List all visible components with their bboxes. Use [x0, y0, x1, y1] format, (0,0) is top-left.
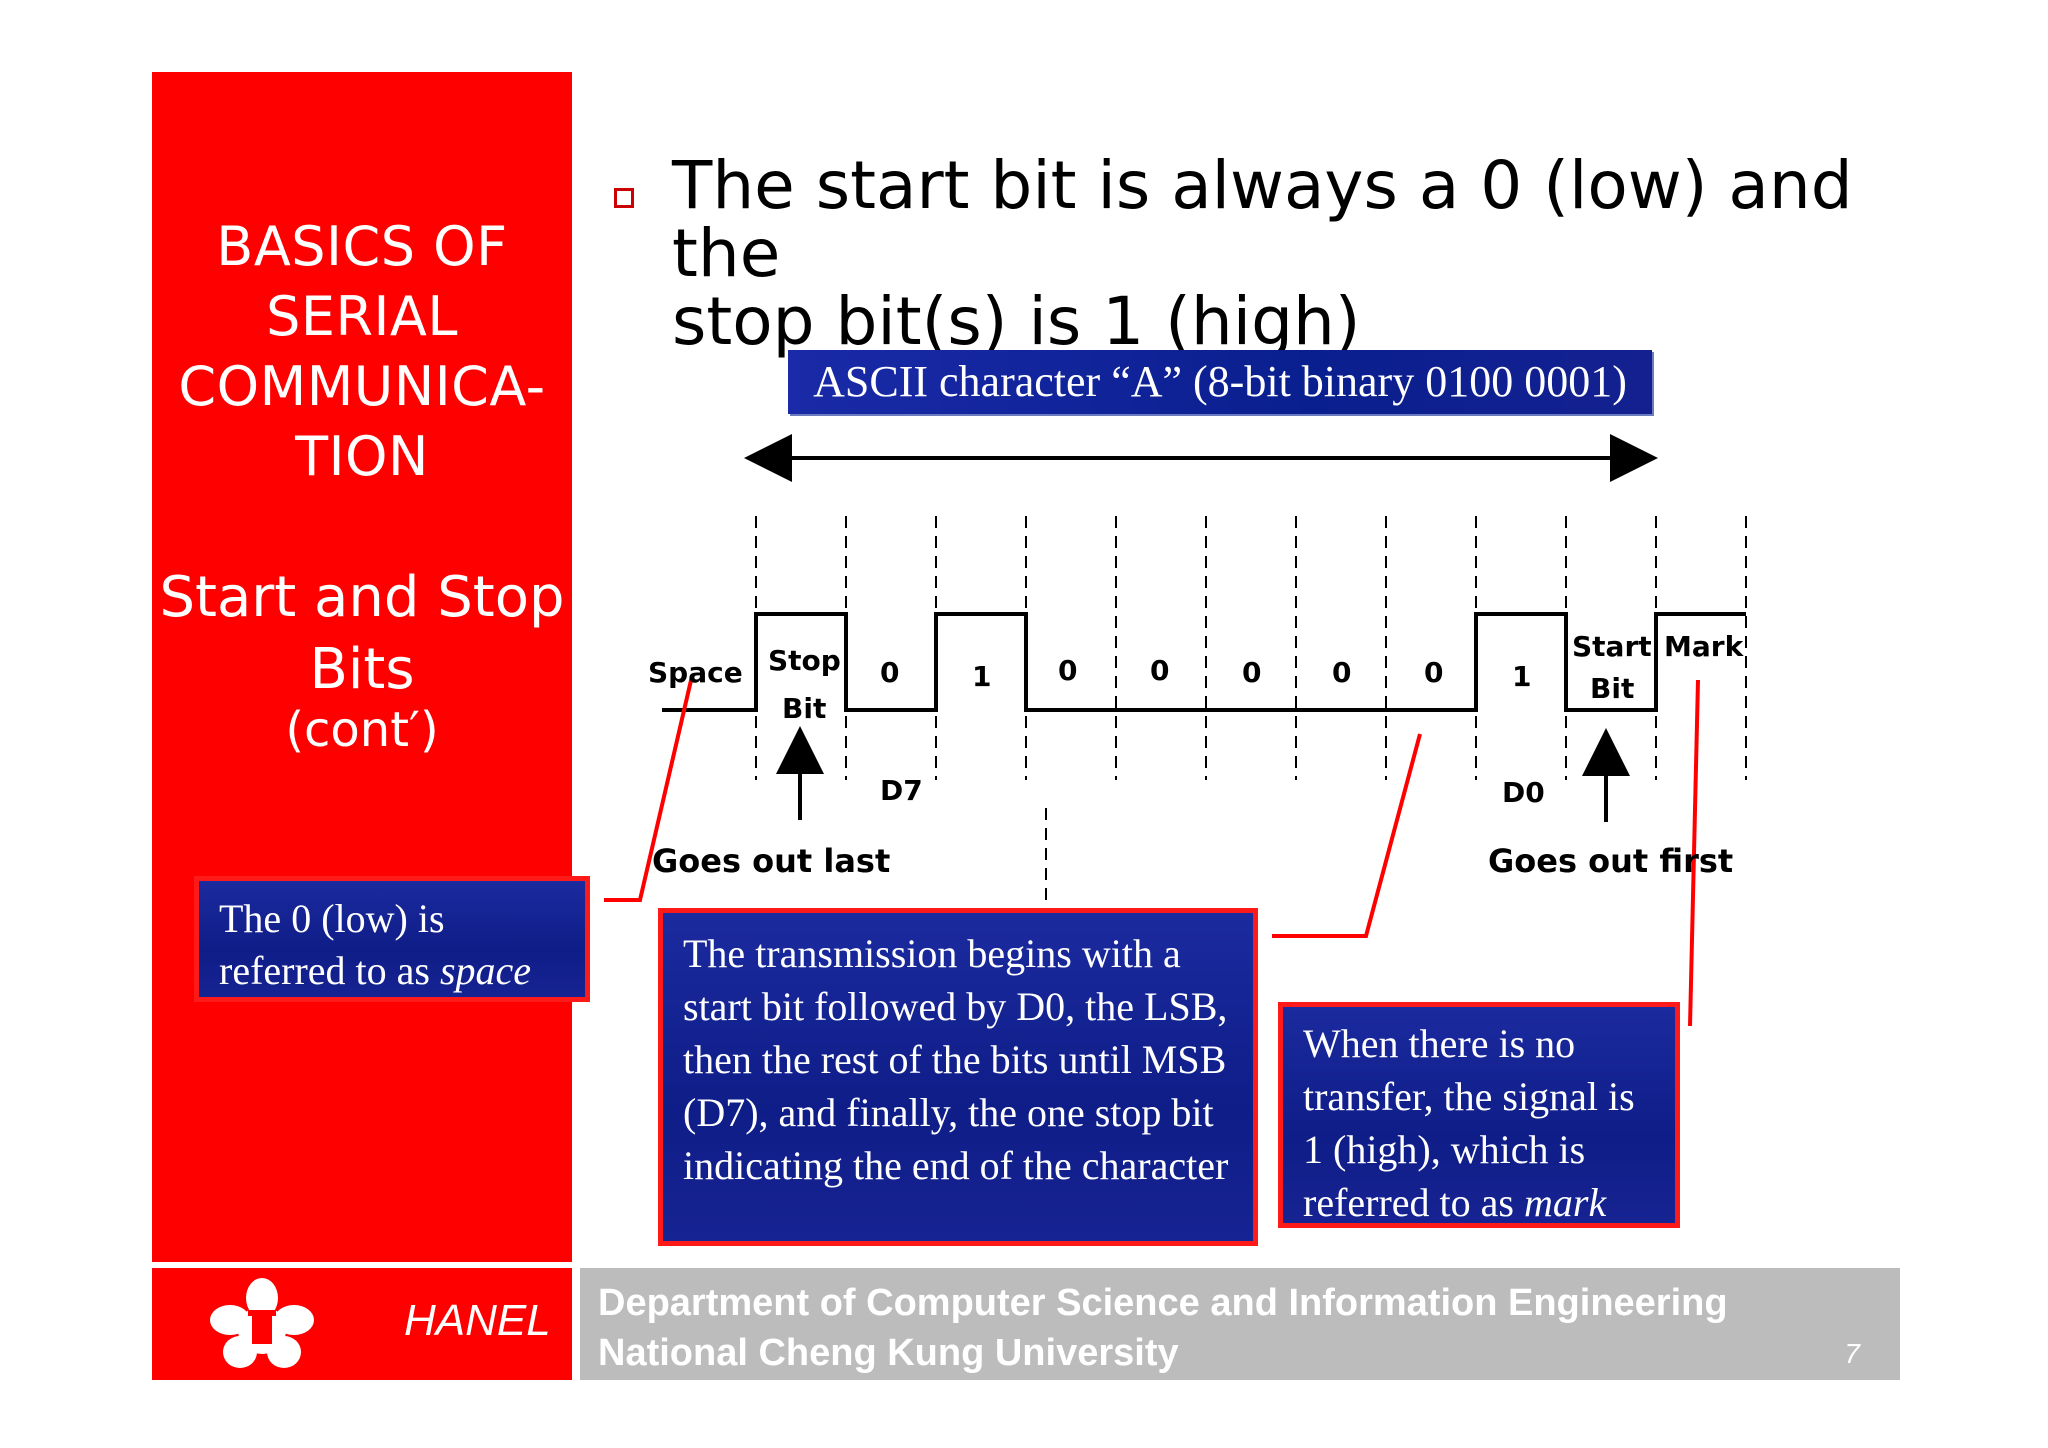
space-note-emphasis: space [439, 948, 532, 993]
signal-waveform [662, 612, 1746, 712]
goes-out-first-label: Goes out first [1488, 842, 1734, 880]
bit-label: 1 [972, 660, 992, 693]
sidebar-title-line: TION [295, 425, 429, 488]
d0-label: D0 [1502, 776, 1545, 809]
sidebar-subtitle: Start and Stop Bits [152, 562, 572, 706]
page-number: 7 [1844, 1338, 1860, 1369]
space-note-text: The 0 (low) is referred to as [219, 896, 445, 993]
bullet-line-2: stop bit(s) is 1 (high) [672, 283, 1361, 360]
transmission-callout-line [1272, 733, 1422, 938]
stop-label: Stop [768, 644, 841, 677]
transmission-note: The transmission begins with a start bit… [658, 908, 1258, 1246]
ascii-banner: ASCII character “A” (8-bit binary 0100 0… [788, 350, 1652, 414]
sidebar-title: BASICS OF SERIAL COMMUNICA- TION [152, 212, 572, 492]
footer-right: Department of Computer Science and Infor… [580, 1268, 1900, 1380]
bullet-line-1: The start bit is always a 0 (low) and th… [672, 147, 1853, 292]
footer-left: HANEL [152, 1268, 572, 1380]
bit-label: 0 [1424, 656, 1444, 689]
bullet-text: The start bit is always a 0 (low) and th… [672, 152, 1922, 356]
university-logo-icon [210, 1278, 314, 1368]
bit-label: 0 [1242, 656, 1262, 689]
sidebar-title-line: BASICS OF [216, 215, 508, 278]
start-bit-label: Bit [1590, 672, 1635, 705]
mark-note: When there is no transfer, the signal is… [1278, 1002, 1680, 1228]
space-label: Space [648, 656, 743, 689]
space-callout-line [604, 675, 694, 902]
bit-label: 0 [1058, 654, 1078, 687]
sidebar-subtitle-line: Start and Stop [159, 565, 565, 630]
sidebar-cont: (cont′) [285, 702, 439, 758]
bit-label: 0 [1150, 654, 1170, 687]
sidebar-title-line: COMMUNICA- [178, 355, 546, 418]
goes-out-last-label: Goes out last [652, 842, 891, 880]
department-text: Department of Computer Science and Infor… [598, 1278, 1728, 1378]
d7-label: D7 [880, 774, 923, 807]
bit-label: 0 [1332, 656, 1352, 689]
space-note: The 0 (low) is referred to as space [194, 876, 590, 1002]
sidebar-title-line: SERIAL [266, 285, 458, 348]
bit-label: 0 [880, 656, 900, 689]
mark-note-emphasis: mark [1523, 1180, 1607, 1225]
sidebar: BASICS OF SERIAL COMMUNICA- TION Start a… [152, 72, 572, 1262]
bit-label: 1 [1512, 660, 1532, 693]
dept-line-1: Department of Computer Science and Infor… [598, 1282, 1728, 1324]
stop-bit-label: Bit [782, 692, 827, 725]
mark-callout-line [1688, 679, 1700, 1027]
mark-label: Mark [1664, 630, 1744, 663]
sidebar-subtitle-line: Bits [309, 637, 415, 702]
hanel-label: HANEL [404, 1296, 551, 1345]
bullet-square-icon [614, 188, 634, 208]
dept-line-2: National Cheng Kung University [598, 1332, 1179, 1374]
start-label: Start [1572, 630, 1652, 663]
mark-note-text: When there is no transfer, the signal is… [1303, 1021, 1635, 1225]
